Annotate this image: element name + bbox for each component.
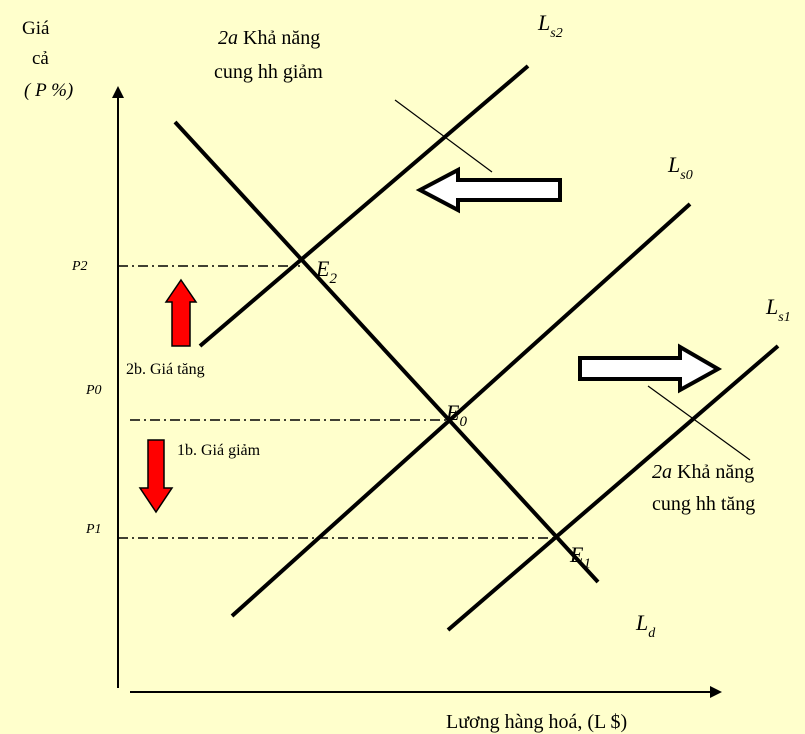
- demand-curve-ld: [173, 120, 600, 584]
- point-label-e1: E1: [569, 542, 591, 572]
- leader-line-decrease: [394, 99, 493, 173]
- point-label-e2: E2: [315, 256, 337, 287]
- price-up-arrow-icon: [164, 278, 198, 347]
- price-label-p0: P0: [85, 383, 102, 398]
- supply-curve-ls0: [230, 202, 692, 618]
- y-axis-title-line1: Giá: [22, 18, 50, 39]
- supply-increase-label-line2: cung hh tăng: [652, 493, 755, 515]
- shift-left-arrow-icon: [415, 166, 562, 214]
- shift-right-arrow-icon: [578, 343, 723, 394]
- point-label-e0: E0: [445, 400, 467, 430]
- price-label-p1: P1: [85, 522, 102, 537]
- price-down-arrow-icon: [138, 439, 174, 514]
- supply-curve-ls2: [198, 64, 530, 348]
- price-down-label: 1b. Giá giảm: [177, 442, 261, 459]
- supply-curve-ls1: [446, 344, 780, 632]
- y-axis-title-line3: ( P %): [24, 80, 73, 101]
- x-axis-title: Lương hàng hoá, (L $): [446, 711, 627, 733]
- curve-label-ls2: Ls2: [537, 10, 563, 41]
- supply-decrease-label-line2: cung hh giảm: [214, 61, 323, 83]
- price-label-p2: P2: [71, 259, 88, 274]
- price-up-label: 2b. Giá tăng: [126, 361, 205, 378]
- leader-line-increase: [647, 385, 751, 461]
- curve-label-ld: Ld: [635, 610, 656, 641]
- curve-label-ls0: Ls0: [667, 152, 693, 183]
- curve-label-ls1: Ls1: [765, 294, 791, 325]
- y-axis-title-line2: cả: [32, 48, 49, 69]
